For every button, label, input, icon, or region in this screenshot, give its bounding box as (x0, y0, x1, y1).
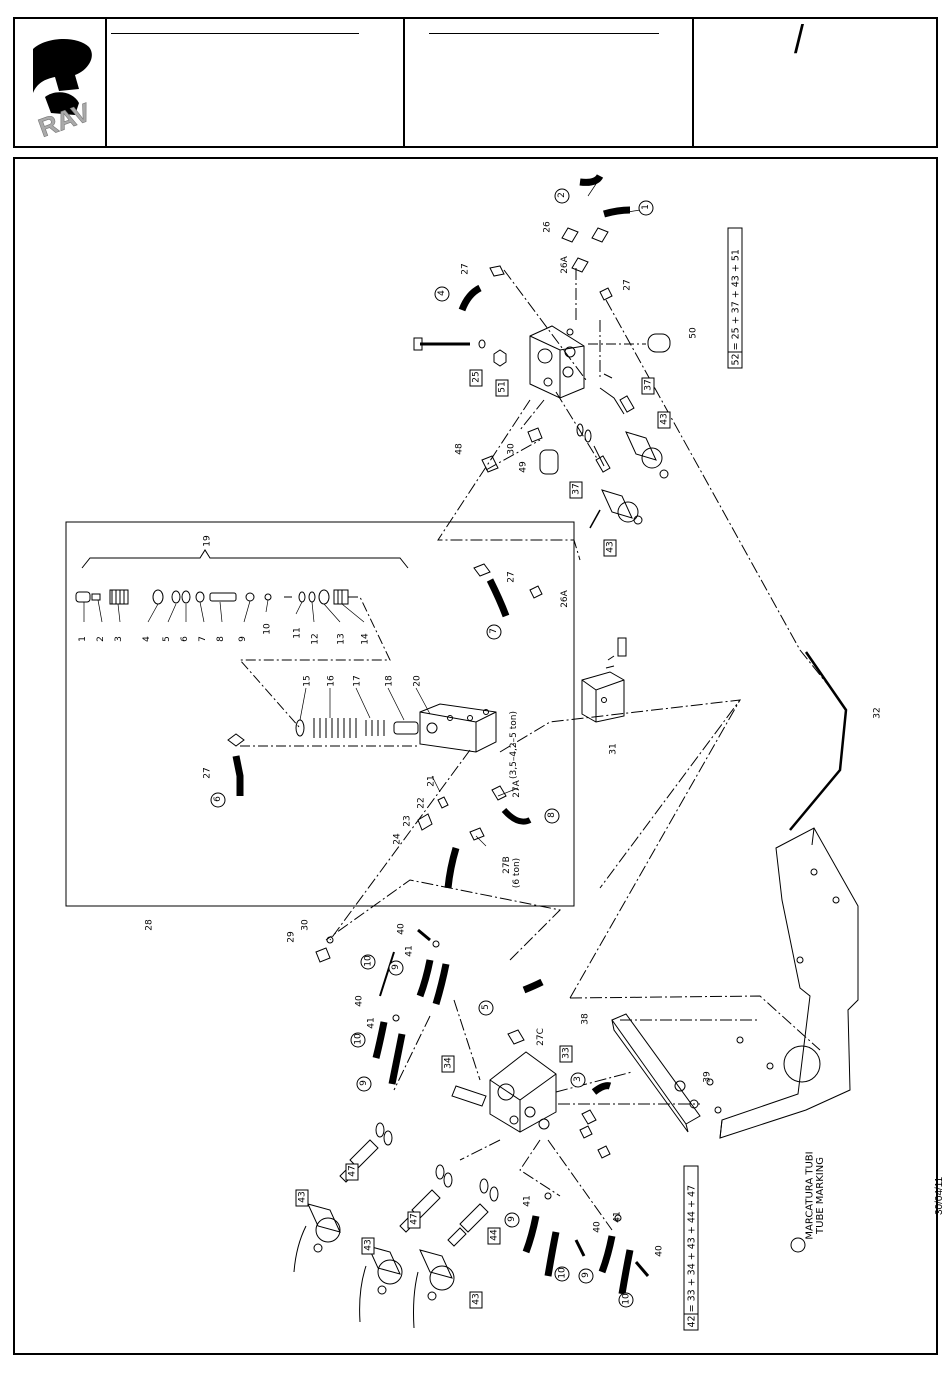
drawing-date: 30/04/11 (934, 1176, 945, 1215)
callout-10d (618, 1292, 634, 1308)
routing-lines-bottom (325, 699, 821, 1231)
formula-frames (683, 227, 743, 1331)
manifold-51 (529, 325, 585, 399)
revision-mark: / (794, 16, 805, 62)
hose-6 (227, 733, 420, 796)
solenoid-top-1 (599, 373, 669, 479)
callout-9b (356, 1076, 372, 1092)
valve-body-20 (419, 703, 497, 753)
hose-1 (603, 206, 631, 218)
solenoid-top-2 (576, 423, 643, 529)
brace-19 (81, 549, 409, 569)
coil-43-1 (293, 1203, 341, 1273)
drawing-frame (13, 157, 938, 1355)
coil-43-3 (413, 1249, 455, 1329)
leader-lines (83, 183, 653, 847)
callout-1 (638, 200, 654, 216)
hoses-9-10-lower (522, 1192, 650, 1295)
legend-circle-icon (790, 1237, 806, 1253)
cartridge-44 (447, 1178, 499, 1247)
title-block: RAV / (13, 17, 938, 148)
pipe-32 (789, 651, 848, 831)
plate-38 (611, 1013, 701, 1133)
hose-8 (417, 785, 532, 889)
title-cell-1 (107, 19, 405, 146)
title-cell-3: / (694, 16, 936, 146)
hose-7 (473, 563, 543, 618)
rav-logo: RAV (33, 38, 95, 143)
boxed-label-frames (295, 369, 671, 1309)
base-plate (706, 827, 859, 1139)
callout-5 (478, 1000, 494, 1016)
callout-9c (504, 1212, 520, 1228)
spring-assembly (295, 718, 419, 738)
detail-box (65, 521, 575, 907)
callout-9a (388, 960, 404, 976)
bracket-31 (581, 637, 627, 723)
title-cell-2 (405, 19, 694, 146)
callout-10a (360, 954, 376, 970)
hose-4 (458, 284, 482, 312)
callout-6 (210, 792, 226, 808)
callout-3 (570, 1072, 586, 1088)
callout-4 (434, 286, 450, 302)
hoses-9-10-upper (372, 928, 481, 1091)
callout-8 (544, 808, 560, 824)
callout-9d (578, 1268, 594, 1284)
manifold-33 (489, 1051, 557, 1133)
callout-7 (486, 624, 502, 640)
coil-43-2 (359, 1245, 403, 1323)
logo-cell: RAV (15, 19, 107, 146)
routing-lines-top (437, 268, 841, 889)
cartridge-parts (75, 589, 391, 729)
hose-2 (579, 174, 604, 186)
callout-10c (554, 1266, 570, 1282)
callout-10b (350, 1032, 366, 1048)
callout-2 (554, 188, 570, 204)
circled-labels (210, 188, 654, 1308)
